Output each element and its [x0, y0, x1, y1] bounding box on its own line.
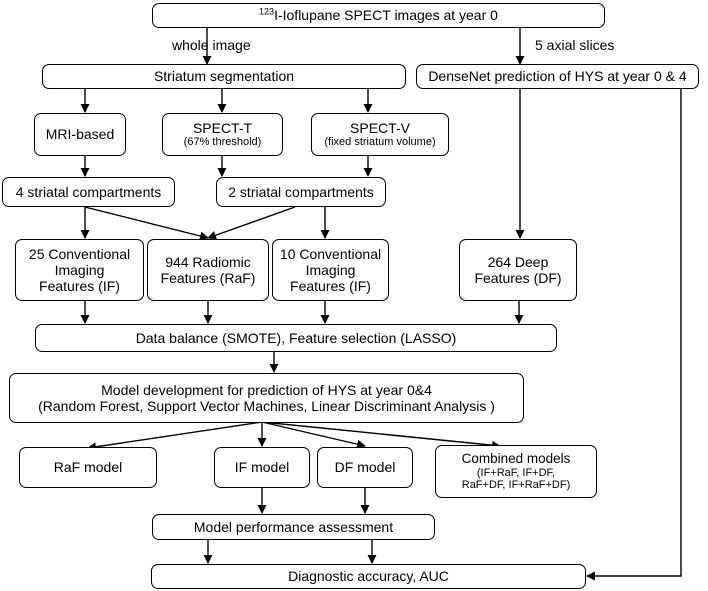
features-10-if-box: 10 Conventional Imaging Features (IF) [272, 239, 389, 301]
combined-models-box: Combined models (IF+RaF, IF+DF, RaF+DF, … [435, 445, 597, 498]
features-264-df-box: 264 Deep Features (DF) [459, 239, 577, 301]
features-944-line2: Features (RaF) [160, 270, 256, 286]
features-25-line2: Imaging [54, 261, 105, 278]
arrow-modeldev-to-df [261, 421, 366, 449]
spect-v-box: SPECT-V (fixed striatum volume) [311, 113, 449, 156]
combined-models-line2: (IF+RaF, IF+DF, [476, 466, 556, 479]
arrow-4comp-to-944raf [84, 206, 209, 241]
densenet-prediction-box: DenseNet prediction of HYS at year 0 & 4 [416, 64, 699, 89]
mri-based-box: MRI-based [34, 113, 126, 156]
model-development-box: Model development for prediction of HYS … [9, 373, 524, 423]
features-25-line1: 25 Conventional [28, 245, 131, 262]
features-264-line1: 264 Deep [487, 253, 549, 270]
model-development-line1: Model development for prediction of HYS … [101, 381, 432, 398]
arrow-modeldev-to-raf [87, 421, 263, 452]
label-whole-image: whole image [172, 37, 251, 53]
diagnostic-accuracy-box: Diagnostic accuracy, AUC [151, 564, 586, 589]
if-model-box: IF model [214, 447, 310, 488]
features-25-line3: Features (IF) [39, 278, 120, 295]
features-944-raf-box: 944 Radiomic Features (RaF) [147, 239, 269, 301]
label-axial-slices: 5 axial slices [535, 37, 615, 53]
arrow-modeldev-to-combined [261, 421, 501, 450]
raf-model-box: RaF model [19, 447, 157, 488]
model-development-line2: (Random Forest, Support Vector Machines,… [38, 398, 495, 414]
features-25-if-box: 25 Conventional Imaging Features (IF) [15, 239, 144, 301]
features-944-line1: 944 Radiomic [165, 253, 251, 270]
combined-models-title: Combined models [461, 451, 571, 467]
features-10-line1: 10 Conventional [279, 245, 382, 262]
spect-images-box: 123I-Ioflupane SPECT images at year 0 [152, 3, 605, 28]
combined-models-line3: RaF+DF, IF+RaF+DF) [461, 479, 571, 492]
df-model-box: DF model [317, 447, 413, 488]
arrow-2comp-to-944raf [207, 206, 296, 240]
spect-v-subtitle: (fixed striatum volume) [324, 136, 436, 149]
performance-assessment-box: Model performance assessment [152, 514, 435, 540]
spect-t-box: SPECT-T (67% threshold) [162, 113, 283, 156]
features-10-line3: Features (IF) [290, 278, 371, 295]
two-compartments-box: 2 striatal compartments [216, 177, 386, 207]
isotope-superscript: 123 [259, 6, 275, 17]
spect-v-title: SPECT-V [350, 120, 410, 137]
features-264-line2: Features (DF) [474, 270, 562, 286]
spect-images-label: I-Ioflupane SPECT images at year 0 [274, 7, 498, 24]
spect-t-subtitle: (67% threshold) [183, 136, 262, 149]
spect-images-text: 123I-Ioflupane SPECT images at year 0 [259, 7, 498, 23]
arrow-densenet-to-diag [586, 88, 682, 581]
four-compartments-box: 4 striatal compartments [2, 177, 175, 207]
striatum-segmentation-box: Striatum segmentation [42, 64, 406, 89]
spect-t-title: SPECT-T [192, 120, 253, 137]
data-balance-box: Data balance (SMOTE), Feature selection … [35, 324, 557, 352]
features-10-line2: Imaging [305, 261, 356, 278]
